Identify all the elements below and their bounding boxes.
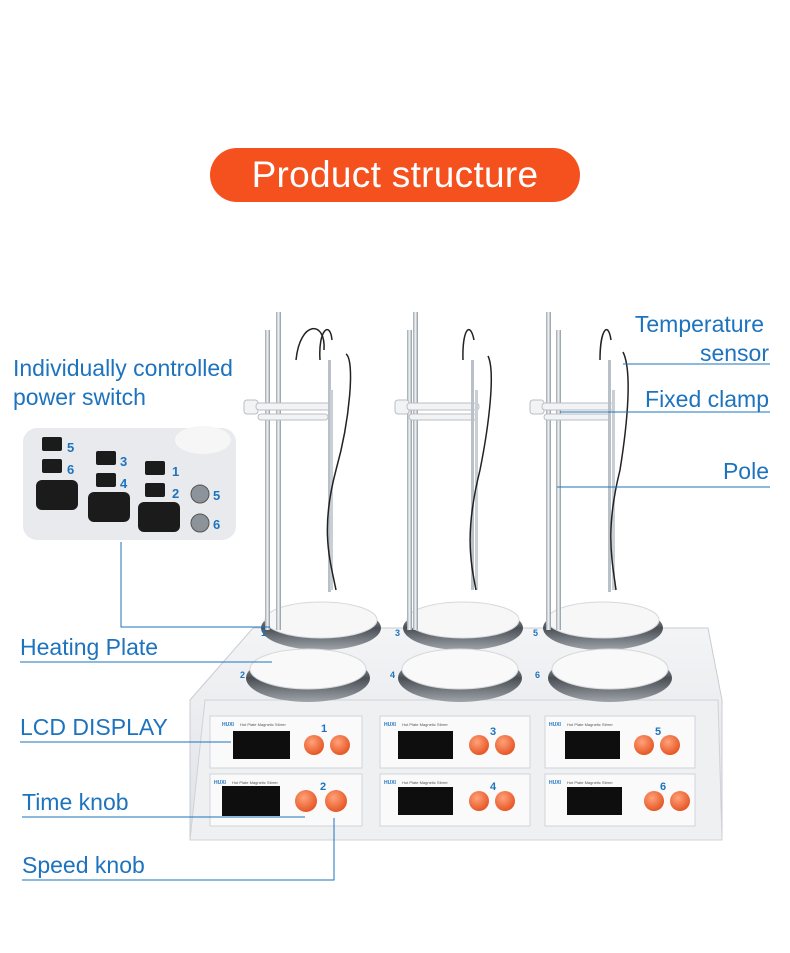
fixed-clamp-shapes	[243, 399, 615, 421]
label-speed-knob: Speed knob	[22, 852, 145, 878]
inset-number-1: 1	[172, 464, 179, 479]
inset-number-6: 6	[67, 462, 74, 477]
panel-brand: HUXI	[222, 722, 235, 728]
panel-model: Hot Plate Magnetic Stirrer	[567, 722, 613, 727]
label-fixed-clamp: Fixed clamp	[645, 386, 769, 412]
plate-number-3: 3	[395, 628, 400, 638]
panel-brand: HUXI	[549, 780, 562, 786]
label-time-knob: Time knob	[22, 789, 129, 815]
panel-number-6: 6	[660, 781, 666, 793]
panel-brand: HUXI	[214, 780, 227, 786]
panel-number-3: 3	[490, 726, 496, 738]
panel-number-5: 5	[655, 726, 661, 738]
plate-number-1: 1	[261, 628, 266, 638]
plate-number-4: 4	[390, 670, 395, 680]
panel-model: Hot Plate Magnetic Stirrer	[240, 722, 286, 727]
panel-brand: HUXI	[384, 722, 397, 728]
rocker-switch-icons	[42, 437, 165, 497]
inset-number-3: 3	[120, 454, 127, 469]
label-lcd-display: LCD DISPLAY	[20, 714, 168, 740]
label-temperature-line1: Temperature	[634, 311, 764, 337]
panel-model: Hot Plate Magnetic Stirrer	[402, 780, 448, 785]
plate-number-5: 5	[533, 628, 538, 638]
panel-brand: HUXI	[384, 780, 397, 786]
inset-number-5b: 5	[213, 488, 220, 503]
inset-number-5: 5	[67, 440, 74, 455]
label-pole: Pole	[722, 458, 769, 484]
inset-number-4: 4	[120, 476, 128, 491]
plate-number-6: 6	[535, 670, 540, 680]
temperature-sensor-probes	[295, 328, 629, 592]
panel-model: Hot Plate Magnetic Stirrer	[567, 780, 613, 785]
inset-number-6b: 6	[213, 517, 220, 532]
label-heating-plate: Heating Plate	[20, 634, 159, 660]
inset-number-2: 2	[172, 486, 179, 501]
heating-plate-back-row	[261, 601, 663, 650]
pole-rods	[265, 312, 561, 630]
panel-5	[544, 715, 696, 769]
panel-6	[544, 773, 696, 827]
panel-number-2: 2	[320, 781, 326, 793]
panel-model: Hot Plate Magnetic Stirrer	[232, 780, 278, 785]
label-power-switch-line1: Individually controlled	[13, 355, 233, 381]
panel-number-1: 1	[321, 723, 327, 735]
power-switch-inset	[23, 426, 236, 540]
page-title: Product structure	[210, 148, 580, 202]
panel-brand: HUXI	[549, 722, 562, 728]
label-power-switch-line2: power switch	[13, 384, 146, 410]
plate-number-2: 2	[240, 670, 245, 680]
control-panels	[209, 715, 696, 827]
panel-model: Hot Plate Magnetic Stirrer	[402, 722, 448, 727]
panel-number-4: 4	[490, 781, 497, 793]
panel-4	[379, 773, 531, 827]
power-socket-icons	[36, 480, 180, 532]
callout-lines	[20, 363, 770, 881]
panel-3	[379, 715, 531, 769]
label-temperature-line2: sensor	[699, 340, 769, 366]
sensor-port-icons	[190, 484, 210, 533]
heating-plate-front-row	[246, 648, 672, 702]
panel-1	[209, 715, 363, 769]
